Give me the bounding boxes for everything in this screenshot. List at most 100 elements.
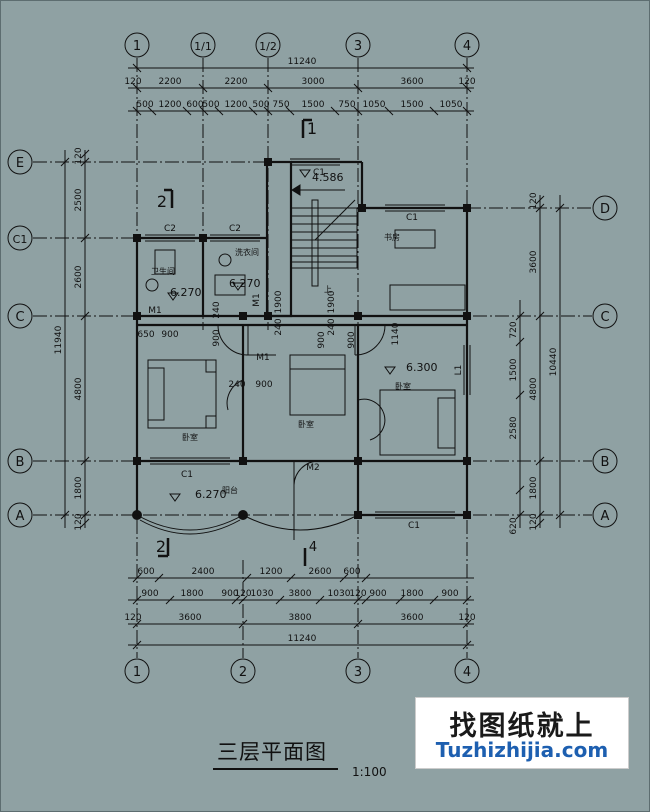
dim-ticks-right: [515, 195, 565, 528]
dim-top-r2-5: 500: [252, 100, 269, 110]
dim-bottom-r2-9: 1800: [401, 589, 424, 599]
dim-bottom-r2-3: 120: [234, 589, 251, 599]
dim-inner-3: 900: [212, 329, 222, 346]
dim-bottom-r3-1: 3600: [179, 613, 202, 623]
section-mark-4: 4: [309, 540, 317, 555]
dim-top-r2-9: 1050: [363, 100, 386, 110]
dim-bottom-r2-2: 900: [221, 589, 238, 599]
balcony-outline: [136, 514, 359, 535]
room-label-balcony: 阳台: [222, 485, 238, 495]
dim-right-r1-3: 1800: [529, 476, 539, 499]
level-stair-landing: 4.586: [312, 171, 344, 184]
tag-door-m1-bath: M1: [148, 306, 162, 316]
tag-window-c1-east: C1: [408, 521, 420, 531]
dim-top-r2-8: 750: [338, 100, 355, 110]
dim-ticks-bottom: [132, 573, 472, 650]
tag-window-c1-balcony: C1: [181, 470, 193, 480]
dim-inner-2: 240: [212, 301, 222, 318]
tag-window-l1: L1: [454, 365, 464, 376]
staircase: [290, 184, 358, 287]
grid-label-top-1-1: 1/1: [194, 40, 212, 53]
dim-top-r2-2: 600: [186, 100, 203, 110]
grid-label-left-a: A: [16, 509, 25, 524]
dim-left-5: 120: [74, 513, 84, 530]
dim-left-2: 2600: [74, 265, 84, 288]
grid-label-top-1-2: 1/2: [259, 40, 277, 53]
grid-label-top-4: 4: [463, 39, 471, 54]
dim-top-r1-3: 3000: [302, 77, 325, 87]
dim-top-r1-2: 2200: [225, 77, 248, 87]
columns: [132, 158, 471, 520]
grid-label-left-e: E: [16, 156, 24, 171]
dim-right-r1-0: 120: [529, 192, 539, 209]
dim-right-r1-2: 4800: [529, 377, 539, 400]
dim-right-r2-2: 2580: [509, 416, 519, 439]
dim-right-r1-4: 120: [529, 513, 539, 530]
watermark-url: Tuzhizhijia.com: [435, 738, 609, 762]
dim-top-r1-0: 120: [124, 77, 141, 87]
grid-label-right-d: D: [600, 202, 610, 217]
windows: [145, 158, 471, 519]
dim-top-r2-7: 1500: [302, 100, 325, 110]
dim-bottom-r1-1: 2400: [192, 567, 215, 577]
dim-bottom-total: 11240: [288, 634, 317, 644]
dim-bottom-r2-4: 1030: [251, 589, 274, 599]
tag-door-m1-bedroom: M1: [256, 353, 270, 363]
section-mark-2-bottom: 2: [156, 537, 166, 556]
watermark-chinese: 找图纸就上: [449, 711, 595, 742]
section-markers: [158, 118, 312, 566]
dim-ticks-top: [132, 63, 472, 116]
dim-inner-6: 1900: [274, 290, 284, 313]
level-markers: [167, 169, 396, 502]
dim-inner-9: 1900: [327, 290, 337, 313]
grid-label-right-b: B: [601, 455, 610, 470]
tag-door-m2-balcony: M2: [306, 463, 320, 473]
level-balcony: 6.270: [195, 488, 227, 501]
dim-top-r1-1: 2200: [159, 77, 182, 87]
dim-inner-12: 1140: [391, 322, 401, 345]
dim-bottom-r2-5: 3800: [289, 589, 312, 599]
dim-bottom-r2-6: 1030: [328, 589, 351, 599]
dim-inner-5: 900: [255, 380, 272, 390]
dim-inner-10: 240: [327, 318, 337, 335]
level-bedroom-east: 6.300: [406, 361, 438, 374]
dim-top-r2-10: 1500: [401, 100, 424, 110]
dim-left-4: 1800: [74, 476, 84, 499]
title-underline: [213, 768, 338, 770]
watermark-box: 找图纸就上 Tuzhizhijia.com: [415, 697, 629, 769]
dim-bottom-r3-0: 120: [124, 613, 141, 623]
dim-bottom-r2-7: 120: [349, 589, 366, 599]
dim-right-r2-0: 720: [509, 321, 519, 338]
dim-inner-7: 240: [274, 318, 284, 335]
dim-top-r2-4: 1200: [225, 100, 248, 110]
dim-bottom-r2-8: 900: [369, 589, 386, 599]
tag-window-c1-stair: C1: [313, 168, 325, 178]
tag-window-c2-laundry: C2: [229, 224, 241, 234]
dim-right-r2-1: 1500: [509, 358, 519, 381]
section-mark-1: 1: [307, 119, 317, 138]
drawing-scale: 1:100: [352, 765, 387, 779]
level-bath: 6.270: [170, 286, 202, 299]
dim-inner-11: 900: [347, 331, 357, 348]
grid-label-right-a: A: [601, 509, 610, 524]
dim-bottom-r1-4: 600: [343, 567, 360, 577]
dim-bottom-r3-4: 120: [458, 613, 475, 623]
grid-label-left-c: C: [15, 310, 24, 325]
dim-inner-8: 900: [317, 331, 327, 348]
room-label-bedroom-east: 卧室: [395, 381, 411, 391]
dim-left-1: 2500: [74, 188, 84, 211]
dim-top-r2-1: 1200: [159, 100, 182, 110]
grid-label-left-c1: C1: [13, 233, 28, 246]
grid-label-bottom-1: 1: [133, 665, 141, 680]
grid-label-bottom-2: 2: [239, 665, 247, 680]
dim-inner-4: 240: [228, 380, 245, 390]
dim-bottom-r3-2: 3800: [289, 613, 312, 623]
tag-window-c2-bath: C2: [164, 224, 176, 234]
furniture: [145, 229, 466, 456]
dim-inner-0: 650: [137, 330, 154, 340]
dim-bottom-r1-0: 600: [137, 567, 154, 577]
grid-label-right-c: C: [600, 310, 609, 325]
stair-up-label: 上: [324, 285, 332, 294]
dim-top-r1-4: 3600: [401, 77, 424, 87]
